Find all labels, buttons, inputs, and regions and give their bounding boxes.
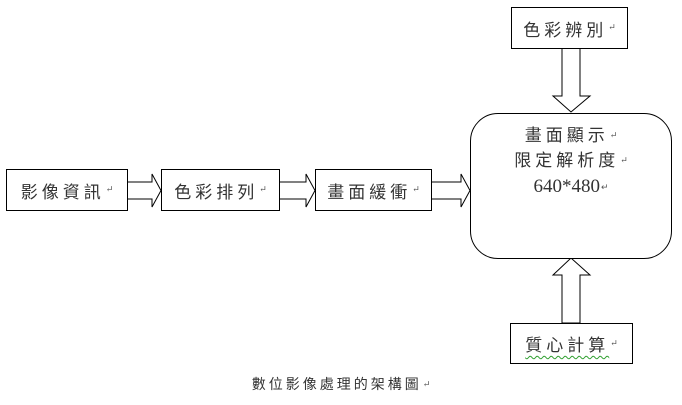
arrow-color-identify-to-display [551, 47, 592, 113]
node-display: 畫面顯示↵ 限定解析度↵ 640*480↵ [470, 113, 672, 259]
diagram-caption: 數位影像處理的架構圖↵ [0, 374, 682, 394]
paragraph-mark-icon: ↵ [105, 185, 114, 195]
node-frame-buffer-label: 畫面緩衝 [327, 182, 412, 203]
display-resolution-label: 限定解析度 [514, 151, 620, 171]
paragraph-mark-icon: ↵ [600, 182, 609, 193]
node-display-line-3: 640*480↵ [471, 174, 671, 200]
arrow-color-arrange-to-frame-buffer [278, 173, 316, 208]
node-centroid-calc: 質心計算↵ [510, 323, 633, 364]
paragraph-mark-icon: ↵ [610, 338, 618, 349]
node-color-identify-label: 色彩辨別 [523, 20, 608, 41]
node-frame-buffer: 畫面緩衝↵ [315, 169, 432, 211]
caption-text: 數位影像處理的架構圖 [251, 377, 422, 393]
node-centroid-calc-label: 質心計算 [525, 336, 610, 356]
display-resolution-value: 640*480 [533, 176, 600, 197]
node-display-line-1: 畫面顯示↵ [471, 124, 671, 149]
paragraph-mark-icon: ↵ [609, 131, 618, 141]
node-image-info-label: 影像資訊 [20, 182, 105, 203]
display-title: 畫面顯示 [524, 126, 609, 146]
arrow-image-info-to-color-arrange [126, 173, 162, 208]
paragraph-mark-icon: ↵ [412, 185, 420, 195]
paragraph-mark-icon: ↵ [608, 23, 616, 33]
node-image-info: 影像資訊↵ [6, 169, 128, 211]
paragraph-mark-icon: ↵ [422, 380, 431, 390]
node-display-line-2: 限定解析度↵ [471, 149, 671, 174]
node-color-identify: 色彩辨別↵ [511, 7, 628, 49]
node-color-arrange-label: 色彩排列 [174, 182, 259, 203]
arrow-frame-buffer-to-display [430, 173, 471, 208]
arrow-centroid-calc-to-display [551, 257, 592, 324]
node-color-arrange: 色彩排列↵ [161, 169, 280, 211]
paragraph-mark-icon: ↵ [259, 185, 267, 195]
paragraph-mark-icon: ↵ [620, 156, 628, 166]
